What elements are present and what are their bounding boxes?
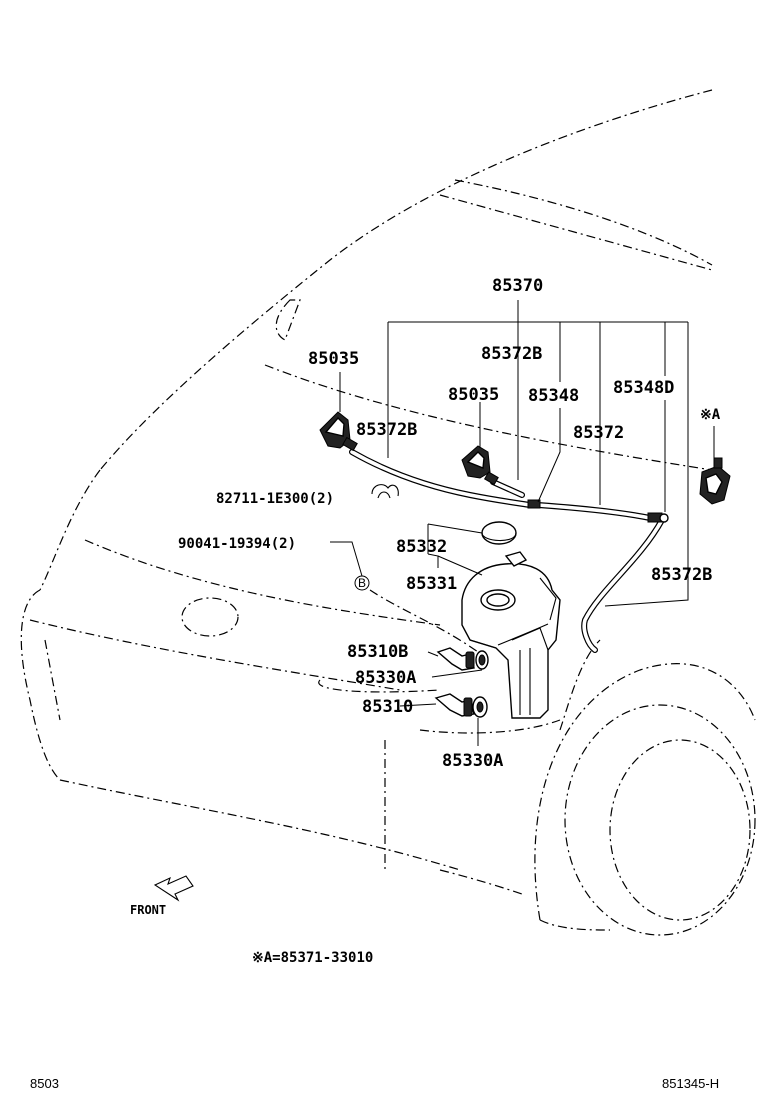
label-85330a-bottom: 85330A: [442, 751, 503, 771]
washer-pump-upper: [436, 647, 489, 671]
label-85348d: 85348D: [613, 378, 674, 398]
label-85035-right: 85035: [448, 385, 499, 405]
label-85330a-top: 85330A: [355, 668, 416, 688]
hose-clip: [371, 484, 399, 499]
tank-cap: [481, 521, 517, 545]
washer-hoses: [349, 449, 665, 653]
label-85332: 85332: [396, 537, 447, 557]
label-85035-left: 85035: [308, 349, 359, 369]
label-85372b-top: 85372B: [481, 344, 542, 364]
label-82711: 82711-1E300(2): [216, 491, 334, 507]
label-85331: 85331: [406, 574, 457, 594]
washer-pump-lower: [434, 693, 488, 718]
part-labels: 85370 85035 85372B 85035 85348 85348D 85…: [30, 276, 721, 1091]
label-90041: 90041-19394(2): [178, 536, 296, 552]
label-note-a: ※A: [700, 407, 721, 423]
figure-code: 851345-H: [662, 1076, 719, 1091]
leader-lines: [330, 300, 715, 746]
callout-b-circle: [354, 575, 370, 591]
page-code: 8503: [30, 1076, 59, 1091]
label-85348: 85348: [528, 386, 579, 406]
label-85310b: 85310B: [347, 642, 408, 662]
callout-b-label: B: [358, 576, 366, 590]
nozzle-bracket: [699, 457, 731, 505]
label-85310: 85310: [362, 697, 413, 717]
front-label: FRONT: [130, 903, 166, 917]
label-85370: 85370: [492, 276, 543, 296]
label-85372b-right: 85372B: [651, 565, 712, 585]
vehicle-outline: [20, 89, 756, 936]
washer-nozzle-left: [319, 411, 358, 452]
washer-nozzle-right: [461, 445, 499, 486]
label-85372: 85372: [573, 423, 624, 443]
footnote: ※A=85371-33010: [252, 950, 373, 966]
washer-tank: [461, 551, 561, 719]
label-85372b-mid: 85372B: [356, 420, 417, 440]
front-arrow-icon: [153, 875, 194, 902]
hose-joints: [527, 499, 669, 523]
